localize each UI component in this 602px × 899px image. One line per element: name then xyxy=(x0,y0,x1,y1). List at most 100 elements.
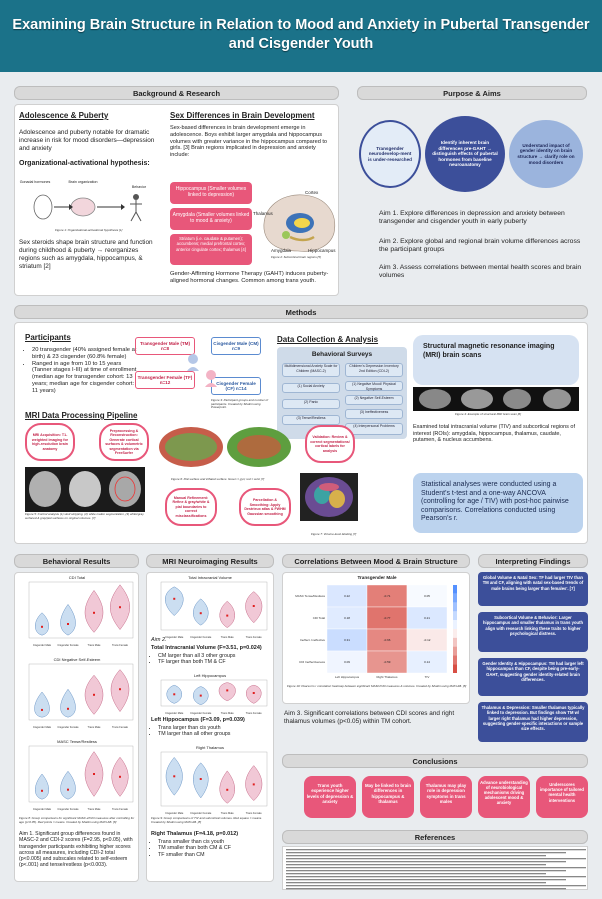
group-label: Cisgender Female xyxy=(57,725,79,729)
fig9-caption: Figure 9: Group comparisons of TIV and s… xyxy=(151,816,263,824)
colorbar-segment xyxy=(453,655,457,665)
heatmap-value: -0.12 xyxy=(424,638,431,642)
references-list xyxy=(282,846,588,890)
pipeline-step-2: Preprocessing & Reconstruction: Generate… xyxy=(99,423,149,461)
interpreting-header: Interpreting Findings xyxy=(478,554,588,568)
heatmap-value: -0.71 xyxy=(384,594,391,598)
mean-marker xyxy=(93,693,95,696)
group-label: Cisgender Male xyxy=(33,643,52,647)
plot-title: CDI Total xyxy=(68,575,86,580)
group-label: Cisgender Female xyxy=(190,711,212,715)
group-label: Trans Male xyxy=(88,807,101,811)
org-hypothesis-title: Organizational-activational hypothesis: xyxy=(19,160,150,167)
participants-item: 20 transgender (40% assigned female at b… xyxy=(32,347,140,361)
group-figure-icons xyxy=(187,354,217,387)
aim1-result-text: Aim 1. Significant group differences fou… xyxy=(19,831,133,869)
colorbar-segment xyxy=(453,620,457,629)
surveys-box: Behavioral Surveys Multidimensional Anxi… xyxy=(277,347,407,439)
heatmap-value: 0.22 xyxy=(344,594,350,598)
cdi-title: Children's Depression Inventory 2nd Edit… xyxy=(345,363,403,377)
mean-marker xyxy=(226,614,229,617)
reference-line xyxy=(286,879,566,881)
heatmap-value: 0.18 xyxy=(344,616,350,620)
group-cm: Cisgender Male (CM) n=9 xyxy=(211,337,261,355)
label-hippocampus: Hippocampus xyxy=(308,248,336,253)
rt-list: Trans smaller than cis youth TM smaller … xyxy=(151,839,273,858)
aim-2-text: Aim 2. Explore global and regional brain… xyxy=(379,238,581,253)
heatmap-row-label: CDI Total xyxy=(313,616,326,620)
group-label: Trans Female xyxy=(246,635,262,639)
reference-line xyxy=(286,861,566,863)
tiv-item: TF larger than both TM & CF xyxy=(158,659,273,665)
subcortical-brain-figure xyxy=(263,194,336,252)
plot-title: Left Hippocampus xyxy=(193,673,227,678)
pial-surface-figure xyxy=(159,427,291,467)
mean-marker xyxy=(41,789,43,792)
group-label: Trans Male xyxy=(221,711,234,715)
fig10-caption: Figure 10: Pearson's r correlation heatm… xyxy=(287,684,467,688)
steroids-text-body: Sex steroids shape brain structure and f… xyxy=(19,239,153,270)
mean-marker xyxy=(173,775,176,778)
violin-shape xyxy=(245,591,263,624)
surveys-title: Behavioral Surveys xyxy=(311,351,373,358)
pipeline-step-1: MRI Acquisition: T1-weighted imaging for… xyxy=(25,423,75,461)
data-collection-title: Data Collection & Analysis xyxy=(277,335,379,344)
heatmap-value: 0.21 xyxy=(424,616,430,620)
pipeline-step-4: Parcellation & Smoothing: Apply Destrieu… xyxy=(239,488,291,526)
label-brain-org: Brain organization xyxy=(68,180,98,184)
group-label: Cisgender Female xyxy=(190,811,212,815)
reference-line xyxy=(286,855,546,857)
poster-title: Examining Brain Structure in Relation to… xyxy=(12,17,590,52)
violin-shape xyxy=(219,770,235,804)
masc-item: (3) Tense/Restless xyxy=(282,415,340,425)
lh-list: Trans larger than cis youth TM larger th… xyxy=(151,725,273,738)
group-label: Trans Female xyxy=(246,711,262,715)
conclusions-header: Conclusions xyxy=(282,754,588,768)
reference-line xyxy=(286,885,586,887)
stats-box: Statistical analyses were conducted usin… xyxy=(413,473,583,533)
violin-shape xyxy=(218,682,236,702)
heatmap-row-label: MASC Tense/Restless xyxy=(295,594,325,598)
purpose-oval-3: Understand impact of gender identity on … xyxy=(509,120,583,188)
aim-3-text: Aim 3. Assess correlations between menta… xyxy=(379,264,582,279)
label-thalamus: Thalamus xyxy=(253,211,273,216)
background-panel: Adolescence & Puberty Adolescence and pu… xyxy=(14,104,339,296)
tiv-item: CM larger than all 3 other groups xyxy=(158,653,273,659)
reference-line xyxy=(286,882,546,884)
group-label: Cisgender Male xyxy=(33,807,52,811)
purpose-oval-1: Transgender neurodevelop-ment is under-r… xyxy=(359,120,421,188)
violin-shape xyxy=(246,684,262,704)
mri-plot-1: Total Intracranial Volume Cisgender Male… xyxy=(149,575,271,645)
group-label: Cisgender Male xyxy=(165,635,184,639)
reference-line xyxy=(286,864,546,866)
mean-marker xyxy=(67,788,69,791)
rt-title: Right Thalamus (F=4.18, p=0.012) xyxy=(151,831,239,837)
fig6-caption: Figure 6: Pial surface and inflated surf… xyxy=(171,477,265,481)
stats-text: Statistical analyses were conducted usin… xyxy=(421,481,569,522)
violin-shape xyxy=(35,773,49,800)
colorbar-segment xyxy=(453,637,457,647)
label-behavior: Behavior xyxy=(131,185,147,189)
tiv-title: Total Intracranial Volume (F=3.51, p=0.0… xyxy=(151,645,262,651)
mean-marker xyxy=(119,775,121,778)
heatmap-value: -0.66 xyxy=(384,638,391,642)
cdi-item: (4) Interpersonal Problems xyxy=(345,423,403,435)
reference-line xyxy=(286,876,586,878)
reference-line xyxy=(286,849,586,851)
fig1-caption: Figure 1: Organizational-activational hy… xyxy=(55,228,123,232)
heatmap-value: -0.77 xyxy=(384,616,391,620)
violin-shape xyxy=(34,691,50,718)
violin-shape xyxy=(245,765,263,801)
mean-marker xyxy=(93,773,95,775)
reference-line xyxy=(286,867,586,869)
heatmap-cell xyxy=(406,650,448,674)
conclusion-item: Advance understanding of neurobiological… xyxy=(478,776,530,818)
tiv-list: CM larger than all 3 other groups TF lar… xyxy=(151,653,273,666)
reference-line xyxy=(286,888,566,890)
